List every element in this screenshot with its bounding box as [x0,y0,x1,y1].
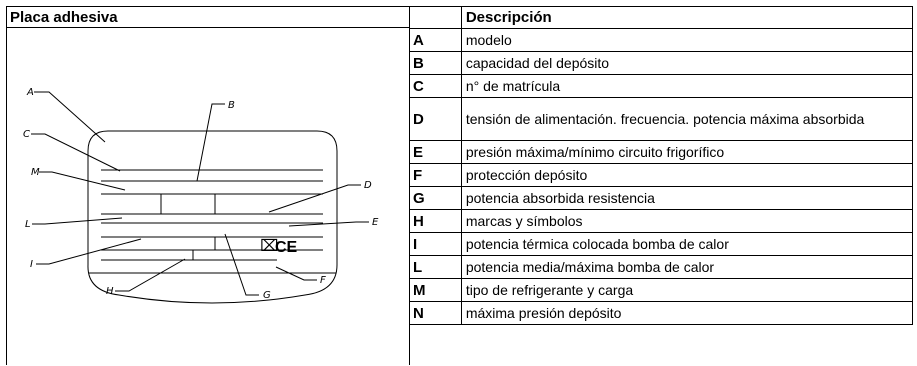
table-row: F protección depósito [409,163,914,187]
callout-f: F [320,275,326,286]
table-row: N máxima presión depósito [409,301,914,325]
leader-h [115,258,186,292]
callout-d: D [364,180,372,191]
row-description: capacidad del depósito [461,51,914,75]
row-letter: N [409,301,462,325]
leader-g [224,233,259,296]
row-letter: A [409,28,462,52]
row-letter: H [409,209,462,233]
callout-b: B [228,100,235,111]
row-description: tipo de refrigerante y carga [461,278,914,302]
row-description: potencia media/máxima bomba de calor [461,255,914,279]
ce-mark: CE [275,239,298,256]
description-table: Descripción A modelo B capacidad del dep… [409,7,914,325]
leader-i [36,238,142,265]
leader-m [39,171,126,191]
row-description: potencia térmica colocada bomba de calor [461,232,914,256]
table-row: G potencia absorbida resistencia [409,186,914,210]
row-description: potencia absorbida resistencia [461,186,914,210]
row-letter: C [409,74,462,98]
table-row: M tipo de refrigerante y carga [409,278,914,302]
row-description: marcas y símbolos [461,209,914,233]
plate-column: Placa adhesiva [7,7,410,365]
leader-e [288,221,369,227]
row-description: protección depósito [461,163,914,187]
row-description: n° de matrícula [461,74,914,98]
description-header-row: Descripción [409,7,914,29]
table-row: B capacidad del depósito [409,51,914,75]
table-row: A modelo [409,28,914,52]
row-description: modelo [461,28,914,52]
row-letter: F [409,163,462,187]
callout-a: A [26,87,34,98]
row-letter: L [409,255,462,279]
table-row: H marcas y símbolos [409,209,914,233]
plate-table: Placa adhesiva [6,6,914,365]
table-row: L potencia media/máxima bomba de calor [409,255,914,279]
row-letter: B [409,51,462,75]
leader-f [275,266,317,281]
row-letter: D [409,97,462,141]
table-row: I potencia térmica colocada bomba de cal… [409,232,914,256]
leader-l [32,217,123,225]
weee-icon: ⌧ [260,236,278,255]
leader-a [34,91,106,143]
description-header: Descripción [461,7,914,29]
row-letter: M [409,278,462,302]
row-letter: G [409,186,462,210]
leader-c [31,133,121,172]
callout-c: C [23,129,30,140]
callout-l: L [25,219,31,230]
callout-e: E [372,217,379,228]
row-description: presión máxima/mínimo circuito frigorífi… [461,140,914,164]
leader-d [268,184,361,213]
callout-h: H [106,286,114,297]
row-description: máxima presión depósito [461,301,914,325]
plate-header: Placa adhesiva [7,7,409,28]
row-letter: I [409,232,462,256]
table-row: C n° de matrícula [409,74,914,98]
row-letter: E [409,140,462,164]
header-letter-cell [409,7,462,29]
row-description: tensión de alimentación. frecuencia. pot… [461,97,914,141]
table-row: D tensión de alimentación. frecuencia. p… [409,97,914,141]
callout-i: I [30,259,33,270]
plate-outline [87,130,338,304]
plate-diagram: ⌧ CE A B C D M L E I H F G [23,87,379,304]
callout-m: M [31,167,40,178]
callout-g: G [263,290,271,301]
table-row: E presión máxima/mínimo circuito frigorí… [409,140,914,164]
leader-b [196,103,225,182]
